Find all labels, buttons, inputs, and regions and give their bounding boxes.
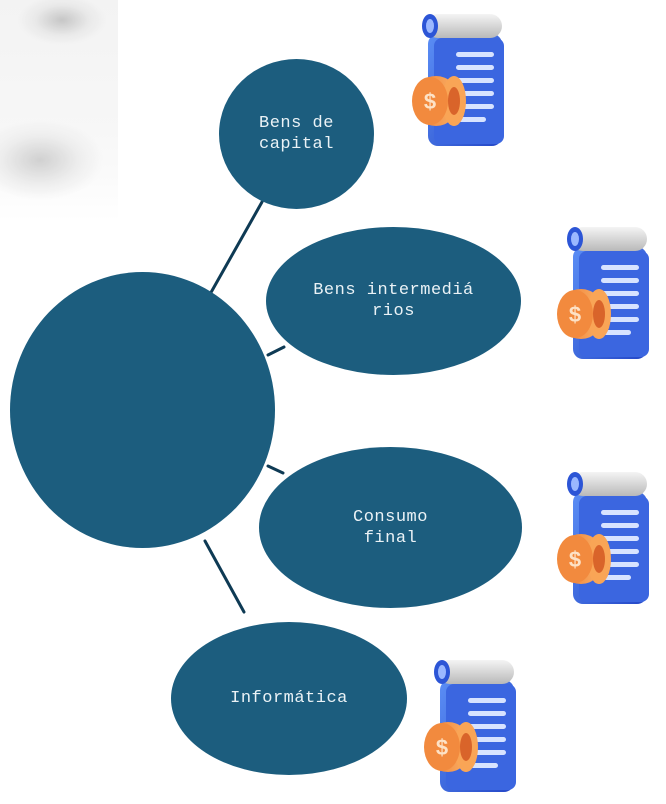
invoice-scroll-icon [424, 660, 516, 792]
node-bens-intermediarios: Bens intermediários [266, 227, 521, 375]
hub-circle [10, 272, 275, 548]
connector-informatica [203, 539, 246, 614]
node-label: Informática [230, 689, 348, 708]
node-informatica: Informática [171, 622, 407, 775]
node-consumo-final: Consumo final [259, 447, 522, 608]
node-bens-de-capital: Bens de capital [219, 59, 374, 209]
node-label: Bens intermediários [313, 281, 474, 321]
background-photo [0, 0, 118, 222]
invoice-scroll-icon [557, 227, 649, 359]
invoice-scroll-icon [557, 472, 649, 604]
node-label: Consumo final [353, 507, 428, 548]
connector-capital [207, 200, 264, 298]
node-label: Bens de capital [259, 114, 334, 154]
connector-intermediarios [266, 345, 286, 357]
invoice-scroll-icon [412, 14, 504, 146]
connector-consumo [266, 464, 285, 475]
